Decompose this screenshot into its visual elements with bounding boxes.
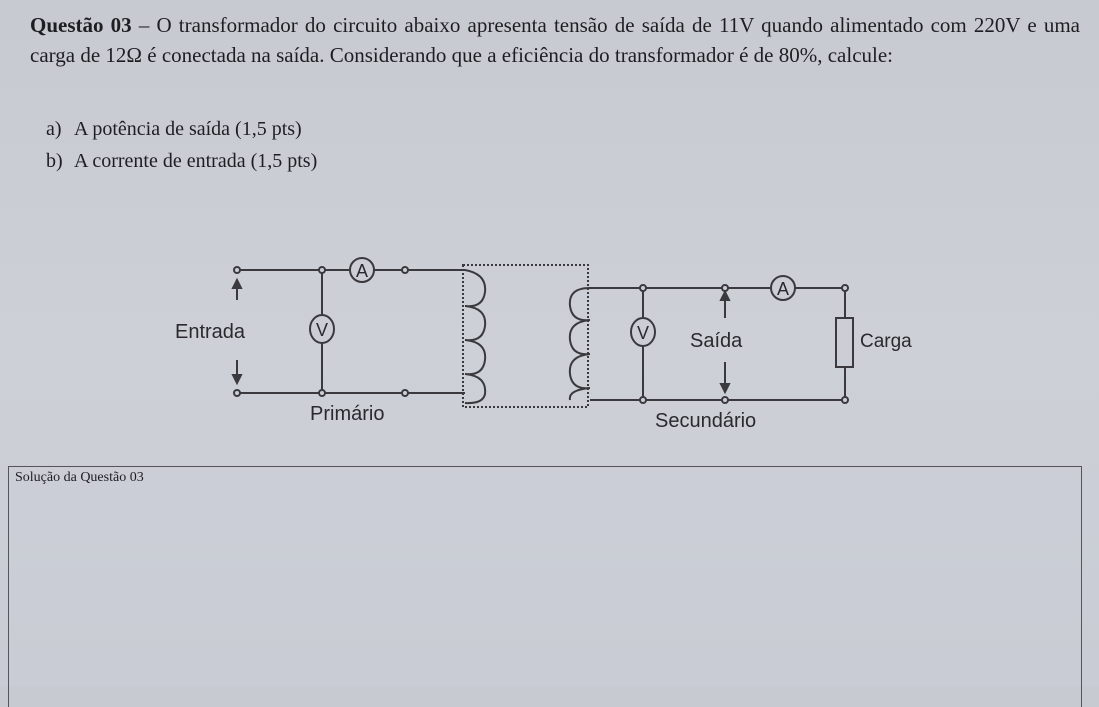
arrow-up-icon [231,277,243,289]
arrow-down-icon [231,374,243,386]
ammeter-secondary [770,275,796,301]
svg-text:V: V [316,320,328,340]
item-letter: b) [46,150,63,172]
item-b: b) A corrente de entrada (1,5 pts) [46,150,317,173]
solution-box[interactable]: Solução da Questão 03 [8,466,1082,707]
question-number: Questão 03 [30,13,132,37]
item-text: A corrente de entrada (1,5 pts) [74,150,318,172]
solution-label: Solução da Questão 03 [15,470,144,485]
ammeter-primary [349,257,375,283]
label-secundario: Secundário [655,410,756,432]
label-saida: Saída [690,330,743,352]
svg-text:A: A [356,261,368,281]
item-a: a) A potência de saída (1,5 pts) [46,118,302,141]
item-text: A potência de saída (1,5 pts) [74,118,302,140]
question-text: Questão 03 – O transformador do circuito… [30,10,1080,70]
primary-coil [464,269,487,405]
secondary-coil [568,287,591,401]
primary-circuit: A V [231,257,487,405]
item-letter: a) [46,118,62,140]
svg-text:V: V [637,323,649,343]
label-entrada: Entrada [175,321,246,343]
label-carga: Carga [860,331,912,352]
transformer-circuit-diagram: A V A V Entrada Primário Saída Secundári… [175,257,912,432]
arrow-down-icon [719,383,731,395]
label-primario: Primário [310,403,384,425]
secondary-circuit: A V [568,275,854,404]
voltmeter-primary [309,314,335,344]
svg-text:A: A [777,279,789,299]
transformer-core [462,264,589,408]
question-statement: – O transformador do circuito abaixo apr… [30,13,1081,67]
load-resistor [835,317,854,368]
arrow-up-icon [719,289,731,301]
voltmeter-secondary [630,317,656,347]
